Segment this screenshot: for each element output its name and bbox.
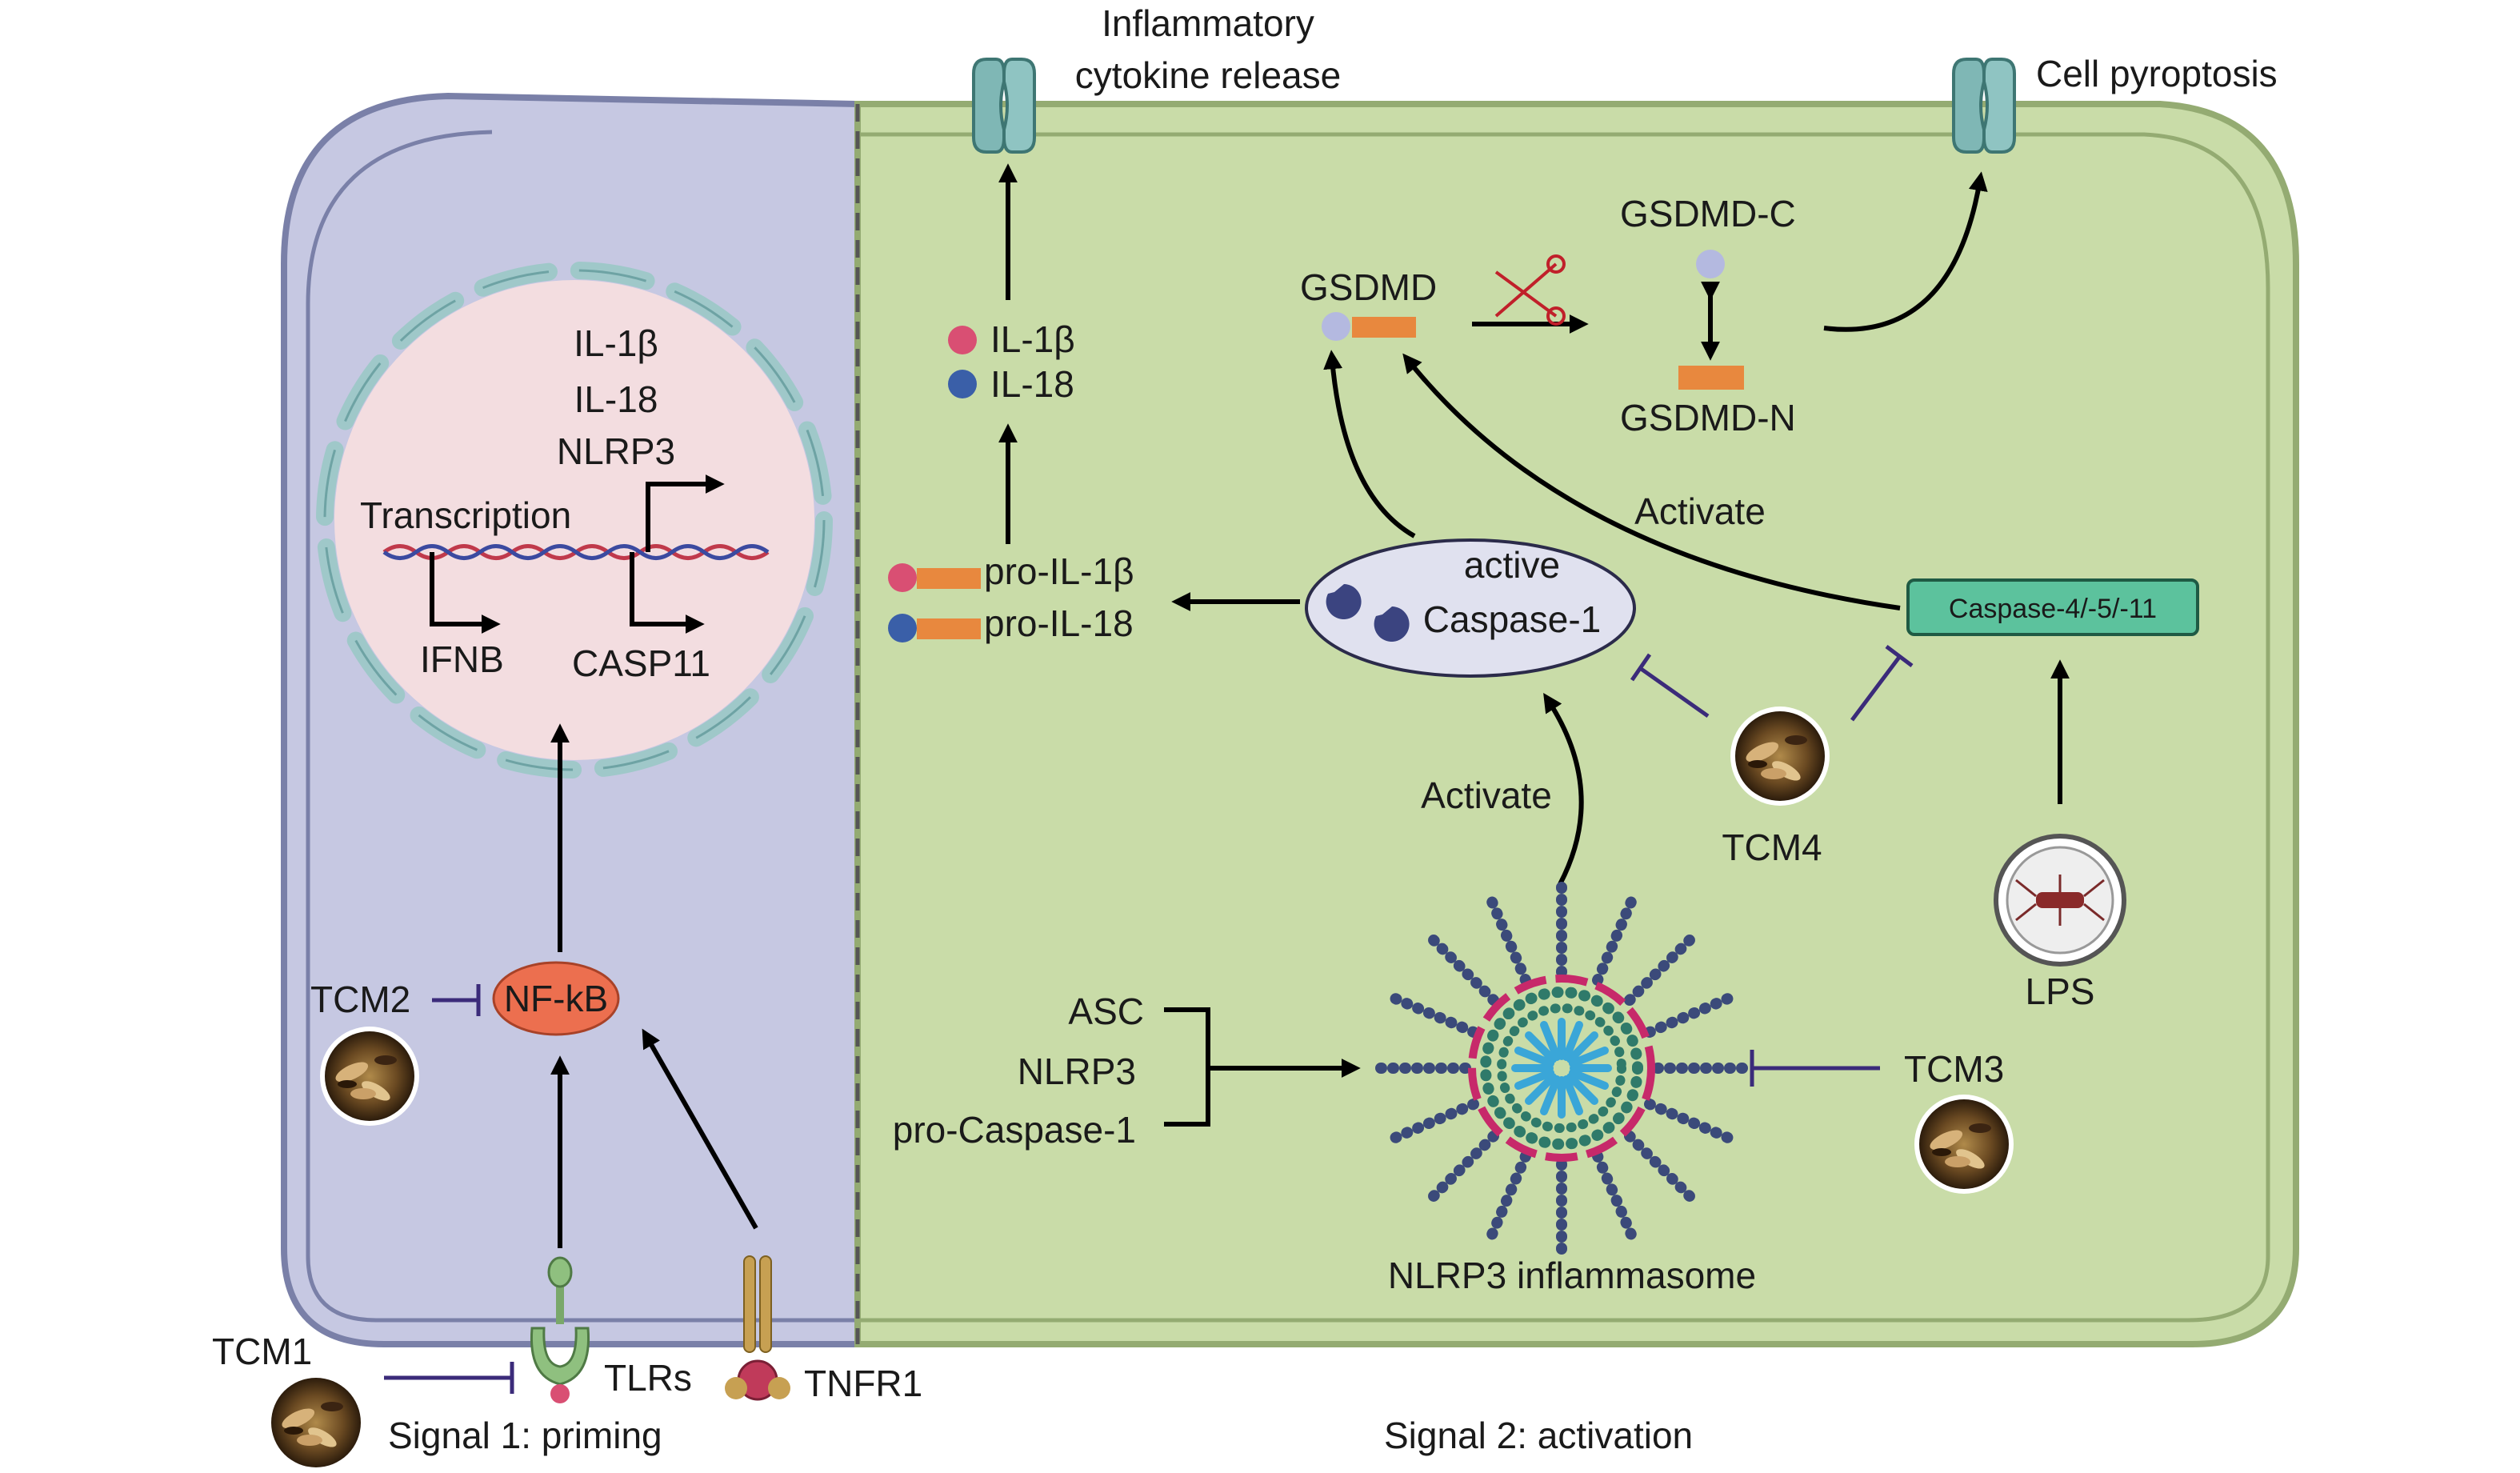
pro-il18-dot	[888, 614, 917, 642]
inflammatory-label-line1: Inflammatory	[1102, 2, 1314, 44]
gsdmd-n-to-pyroptosis-arrow	[1823, 171, 1988, 332]
lps-label: LPS	[2026, 971, 2095, 1012]
tlrs-label: TLRs	[604, 1357, 692, 1399]
tcm3-label: TCM3	[1904, 1048, 2004, 1090]
pro-il18-label: pro-IL-18	[984, 602, 1134, 644]
caspase1-to-gsdmd-arrow	[1323, 350, 1416, 538]
pro-il1b-bar	[917, 568, 981, 589]
il18-dot	[948, 370, 977, 398]
nucleus-il1b-label: IL-1β	[574, 322, 658, 364]
caspase1-label: Caspase-1	[1423, 598, 1601, 640]
tnfr1-to-nfkb-arrow	[642, 1028, 758, 1230]
nfkb-label: NF-kB	[504, 978, 608, 1019]
caspase-subunit-icon	[1374, 606, 1410, 642]
tcm3-herb-icon	[1914, 1095, 2014, 1194]
activate-label-upper: Activate	[1634, 490, 1766, 532]
ifnb-label: IFNB	[420, 638, 504, 680]
active-caspase1-node	[1305, 538, 1636, 678]
signal1-label: Signal 1: priming	[388, 1415, 662, 1456]
pro-il18-bar	[917, 618, 981, 639]
activate-label-lower: Activate	[1421, 775, 1552, 816]
tcm4-inhibit-caspase-4-5-11	[1850, 645, 1914, 722]
nfkb-node	[492, 961, 620, 1036]
pro-il1b-label: pro-IL-1β	[984, 550, 1134, 592]
inflammasome-to-caspase1-arrow	[1543, 692, 1584, 886]
casp11-label: CASP11	[572, 642, 710, 684]
tcm1-label: TCM1	[212, 1331, 312, 1372]
nlrp3-label: NLRP3	[1018, 1051, 1136, 1092]
nucleus-nlrp3-label: NLRP3	[557, 430, 675, 472]
tcm3-inhibition	[1750, 1050, 1880, 1087]
gsdmd-c-label: GSDMD-C	[1620, 193, 1796, 234]
tcm2-label: TCM2	[310, 979, 410, 1020]
tcm4-inhibit-caspase1	[1630, 653, 1710, 718]
nucleus	[316, 262, 833, 779]
caspase-4-5-11-node	[1906, 578, 2199, 636]
cell-pyroptosis-label: Cell pyroptosis	[2036, 53, 2278, 94]
il1b-label: IL-1β	[990, 318, 1075, 360]
signal-2-activation-panel	[854, 101, 2299, 1347]
gsdmd-n-bar	[1352, 317, 1416, 338]
caspase-subunit-icon	[1326, 584, 1362, 619]
gsdmd-c-fragment-dot	[1696, 250, 1725, 278]
il1b-dot	[948, 326, 977, 354]
gsdmd-n-label: GSDMD-N	[1620, 397, 1796, 438]
gsdmd-n-fragment-bar	[1678, 366, 1744, 390]
gsdmd-c-dot	[1322, 312, 1350, 341]
active-label: active	[1464, 544, 1560, 586]
tnfr1-label: TNFR1	[804, 1363, 922, 1404]
tcm4-label: TCM4	[1722, 827, 1822, 868]
asc-label: ASC	[1068, 991, 1144, 1032]
nucleus-il18-label: IL-18	[574, 378, 658, 420]
caspase-4-5-11-to-gsdmd-arrow	[1402, 353, 1901, 610]
tcm2-inhibition	[432, 984, 481, 1016]
transcription-arrows	[430, 474, 725, 634]
nlrp3-inflammasome-icon	[1372, 879, 1751, 1258]
transcription-label: Transcription	[360, 494, 571, 536]
tcm2-herb-icon	[320, 1027, 419, 1126]
inflammatory-label-line2: cytokine release	[1075, 54, 1341, 96]
lps-bacterium-icon	[1994, 834, 2126, 967]
pro-caspase1-label: pro-Caspase-1	[893, 1109, 1136, 1151]
tcm1-inhibition	[384, 1362, 514, 1394]
signal2-label: Signal 2: activation	[1384, 1415, 1693, 1456]
gsdmd-label: GSDMD	[1300, 266, 1437, 308]
tnfr1-receptor-icon	[725, 1255, 790, 1401]
scissors-icon	[1494, 254, 1566, 326]
tcm4-herb-icon	[1730, 706, 1830, 806]
pro-il1b-dot	[888, 563, 917, 592]
nlrp3-inflammasome-label: NLRP3 inflammasome	[1388, 1255, 1756, 1296]
tcm1-herb-icon	[266, 1373, 366, 1472]
signal2-label-box	[1340, 1396, 1852, 1468]
tlr-receptor-icon	[530, 1256, 590, 1403]
il18-label: IL-18	[990, 363, 1074, 405]
caspase-4-5-11-label: Caspase-4/-5/-11	[1949, 594, 2157, 624]
dna-helix	[382, 544, 770, 560]
